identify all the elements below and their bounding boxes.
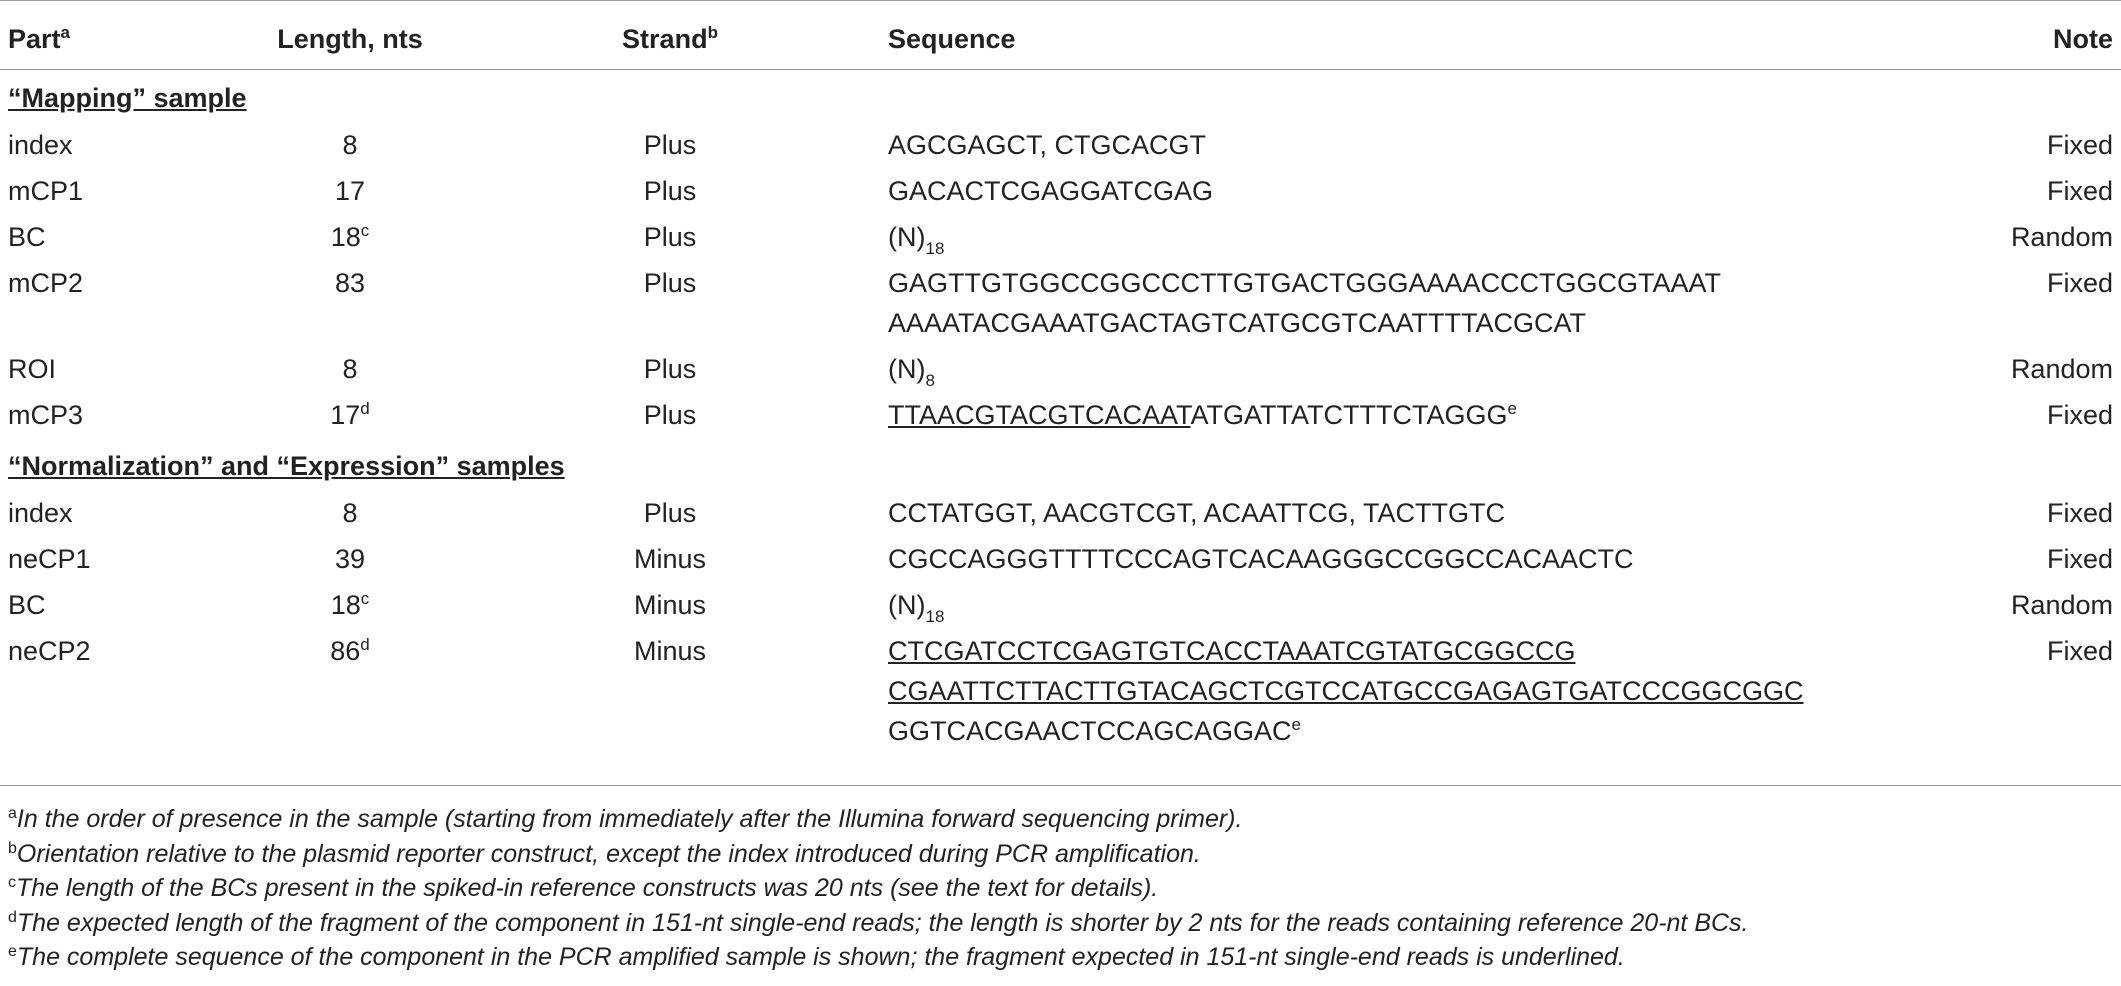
cell-strand: Plus <box>643 268 697 298</box>
table-header-row: Parta Length, nts Strandb Sequence Note <box>0 0 2121 70</box>
footnote: aIn the order of presence in the sample … <box>8 805 1243 833</box>
cell-sequence: AGCGAGCT, CTGCACGT <box>888 130 1207 160</box>
cell-part: index <box>8 498 73 528</box>
cell-strand: Plus <box>643 498 697 528</box>
footnote: cThe length of the BCs present in the sp… <box>8 874 1159 902</box>
header-sequence: Sequence <box>888 24 1016 54</box>
table-row: index 8 Plus AGCGAGCT, CTGCACGT Fixed <box>0 122 2121 168</box>
cell-strand: Minus <box>633 544 707 574</box>
header-length: Length, nts <box>277 24 423 54</box>
cell-part: neCP1 <box>8 544 91 574</box>
table-row: index 8 Plus CCTATGGT, AACGTCGT, ACAATTC… <box>0 490 2121 536</box>
cell-sequence: GACACTCGAGGATCGAG <box>888 176 1214 206</box>
cell-length: 8 <box>342 130 358 160</box>
footnote: bOrientation relative to the plasmid rep… <box>8 839 1201 868</box>
cell-note: Random <box>2010 590 2113 620</box>
cell-note: Fixed <box>2046 400 2113 430</box>
cell-strand: Plus <box>643 130 697 160</box>
cell-sequence: CCTATGGT, AACGTCGT, ACAATTCG, TACTTGTC <box>888 498 1506 528</box>
section-title: “Normalization” and “Expression” samples <box>8 451 565 481</box>
table-row: neCP1 39 Minus CGCCAGGGTTTTCCCAGTCACAAGG… <box>0 536 2121 582</box>
cell-part: neCP2 <box>8 636 91 666</box>
cell-part: mCP2 <box>8 268 84 298</box>
cell-note: Fixed <box>2046 130 2113 160</box>
header-part: Parta <box>8 23 70 54</box>
footnote: eThe complete sequence of the component … <box>8 943 1625 971</box>
cell-length: 86d <box>330 635 370 666</box>
table-row: mCP2 83 Plus GAGTTGTGGCCGGCCCTTGTGACTGGG… <box>0 260 2121 346</box>
table-row: BC 18c Minus (N)18 Random <box>0 582 2121 628</box>
cell-strand: Plus <box>643 222 697 252</box>
footnote: dThe expected length of the fragment of … <box>8 908 1749 937</box>
cell-sequence: (N)8 <box>888 354 935 390</box>
section-title: “Mapping” sample <box>8 83 247 113</box>
cell-note: Fixed <box>2046 544 2113 574</box>
cell-strand: Plus <box>643 354 697 384</box>
cell-part: mCP1 <box>8 176 84 206</box>
sequence-components-table: Parta Length, nts Strandb Sequence Note … <box>0 0 2121 767</box>
cell-sequence: CGCCAGGGTTTTCCCAGTCACAAGGGCCGGCCACAACTC <box>888 544 1634 574</box>
section-heading-row: “Normalization” and “Expression” samples <box>0 438 2121 490</box>
table-row: neCP2 86d Minus CTCGATCCTCGAGTGTCACCTAAA… <box>0 628 2121 767</box>
table-row: BC 18c Plus (N)18 Random <box>0 214 2121 260</box>
cell-part: mCP3 <box>8 400 84 430</box>
cell-part: index <box>8 130 73 160</box>
cell-length: 17d <box>330 399 370 430</box>
cell-length: 8 <box>342 354 358 384</box>
cell-length: 18c <box>330 589 370 620</box>
cell-note: Fixed <box>2046 498 2113 528</box>
cell-note: Fixed <box>2046 268 2113 298</box>
cell-note: Random <box>2010 354 2113 384</box>
cell-length: 17 <box>334 176 366 206</box>
cell-strand: Plus <box>643 176 697 206</box>
table-row: mCP1 17 Plus GACACTCGAGGATCGAG Fixed <box>0 168 2121 214</box>
cell-note: Fixed <box>2046 636 2113 666</box>
cell-sequence: (N)18 <box>888 222 945 258</box>
header-note: Note <box>2053 24 2113 54</box>
cell-part: BC <box>8 222 46 252</box>
cell-strand: Minus <box>633 590 707 620</box>
cell-length: 18c <box>330 221 370 252</box>
cell-part: ROI <box>8 354 57 384</box>
cell-strand: Minus <box>633 636 707 666</box>
table-row: ROI 8 Plus (N)8 Random <box>0 346 2121 392</box>
cell-sequence: (N)18 <box>888 590 945 626</box>
cell-length: 8 <box>342 498 358 528</box>
section-heading-row: “Mapping” sample <box>0 70 2121 123</box>
cell-note: Random <box>2010 222 2113 252</box>
cell-note: Fixed <box>2046 176 2113 206</box>
cell-sequence: GAGTTGTGGCCGGCCCTTGTGACTGGGAAAACCCTGGCGT… <box>888 268 1722 338</box>
table-footnotes: aIn the order of presence in the sample … <box>0 785 2121 975</box>
cell-sequence: TTAACGTACGTCACAATATGATTATCTTTCTAGGGe <box>888 399 1517 430</box>
header-strand: Strandb <box>622 23 718 54</box>
cell-sequence: CTCGATCCTCGAGTGTCACCTAAATCGTATGCGGCCG CG… <box>888 636 1804 746</box>
cell-strand: Plus <box>643 400 697 430</box>
cell-length: 83 <box>334 268 366 298</box>
cell-length: 39 <box>334 544 366 574</box>
cell-part: BC <box>8 590 46 620</box>
table-row: mCP3 17d Plus TTAACGTACGTCACAATATGATTATC… <box>0 392 2121 438</box>
